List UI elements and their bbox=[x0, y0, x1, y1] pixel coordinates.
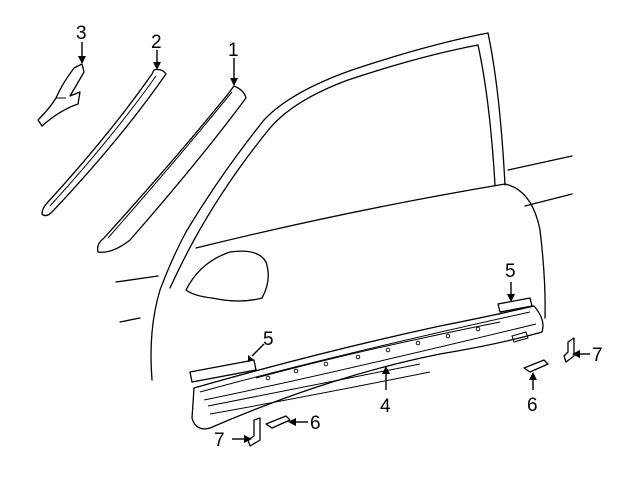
callout-6-right: 6 bbox=[527, 395, 538, 416]
vehicle-body-outline bbox=[115, 32, 573, 381]
callout-labels: 1 2 3 4 5 5 6 6 7 7 bbox=[76, 23, 603, 451]
callout-5-right: 5 bbox=[505, 261, 516, 282]
part-2-molding bbox=[41, 68, 167, 217]
side-mirror bbox=[185, 250, 269, 302]
part-3-bracket bbox=[37, 63, 85, 127]
callout-1: 1 bbox=[228, 40, 239, 61]
callout-7-right: 7 bbox=[592, 345, 603, 366]
callout-arrows bbox=[78, 42, 590, 443]
part-7-bracket-left bbox=[247, 417, 261, 447]
callout-6-left: 6 bbox=[310, 413, 321, 434]
callout-4: 4 bbox=[380, 396, 391, 417]
callout-2: 2 bbox=[151, 32, 162, 53]
part-6-clip-right bbox=[523, 359, 549, 373]
part-5-seal-right bbox=[497, 297, 533, 313]
callout-5-left: 5 bbox=[263, 329, 274, 350]
part-4-rocker-panel bbox=[191, 305, 544, 430]
callout-7-left: 7 bbox=[214, 430, 225, 451]
part-6-clip-left bbox=[265, 415, 291, 429]
part-5-seal-left bbox=[189, 359, 257, 383]
rocker-clip-holes bbox=[265, 326, 481, 381]
part-7-bracket-right bbox=[563, 337, 575, 363]
part-1-pillar-molding bbox=[96, 85, 247, 253]
callout-3: 3 bbox=[76, 23, 87, 44]
